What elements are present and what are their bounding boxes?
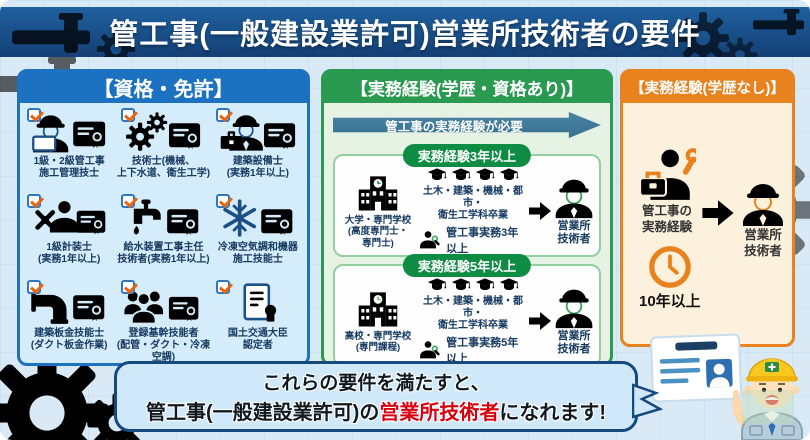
license-item: 登録基幹技能者 (配管・ダクト・冷凍空調) <box>116 278 210 364</box>
plumber-wrench-icon <box>420 341 442 359</box>
experience-badge: 実務経験3年以上 <box>402 144 532 167</box>
office-engineer-icon <box>552 286 596 330</box>
clock-icon <box>647 244 693 290</box>
license-item-label: 1級計装士 (実務1年以上) <box>38 242 101 265</box>
experience-only-header: 【実務経験(学歴なし)】 <box>623 72 792 103</box>
license-item-label: 建築設備士 (実務1年以上) <box>226 156 289 179</box>
years-label: 10年以上 <box>639 293 701 310</box>
speech-tail <box>632 383 664 419</box>
school-label: 大学・専門学校 (高度専門士・ 専門士) <box>344 214 412 249</box>
result-label: 営業所 技術者 <box>557 219 591 245</box>
license-item: 冷凍空気調和機器 施工技能士 <box>211 192 305 278</box>
highlighted-text: 営業所技術者 <box>379 402 500 424</box>
result-label: 営業所 技術者 <box>557 329 591 355</box>
experience-only-panel: 【実務経験(学歴なし)】 管工事の 実務経験 営業所 技術者 10年以上 <box>620 69 795 347</box>
graduation-cap-icon <box>474 165 496 185</box>
result-label: 営業所 技術者 <box>744 228 782 258</box>
arrow-right-icon <box>701 196 735 230</box>
graduation-cap-icon <box>426 275 448 295</box>
experience-required-arrow: 管工事の実務経験が必要 <box>333 112 601 138</box>
license-grid: 1級・2級管工事 施工管理技士 技術士(機械、 上下水道、衛生工学) <box>20 103 307 364</box>
checked-checkbox-icon <box>215 280 230 294</box>
checked-checkbox-icon <box>27 108 41 122</box>
license-item-label: 給水装置工事主任 技術者(実務1年以上) <box>117 242 210 265</box>
graduation-caps-icon <box>426 165 520 185</box>
graduation-cap-icon <box>450 275 472 295</box>
checked-checkbox-icon <box>121 194 136 208</box>
experience-education-panel: 【実務経験(学歴・資格あり)】 管工事の実務経験が必要 実務経験3年以上 大学・… <box>321 69 613 367</box>
license-item: 建築設備士 (実務1年以上) <box>211 106 305 192</box>
license-item: 建築板金技能士 (ダクト板金作業) <box>22 278 116 364</box>
graduation-cap-icon <box>498 165 520 185</box>
license-card-illustration <box>650 333 742 403</box>
office-engineer-icon <box>739 180 787 228</box>
toolbox-experience-icon <box>637 146 697 204</box>
conclusion-line2: 管工事(一般建設業許可)の営業所技術者になれます! <box>146 402 606 424</box>
graduation-label: 土木・建築・機械・都市・ 衛生工学科卒業 <box>423 296 523 331</box>
school-building-icon <box>355 172 401 214</box>
watermark <box>742 390 794 424</box>
pipe-decor <box>752 9 810 43</box>
graduation-label: 土木・建築・機械・都市・ 衛生工学科卒業 <box>423 186 523 221</box>
page-title: 管工事(一般建設業許可)営業所技術者の要件 <box>109 19 701 51</box>
blueprint-worker-icon <box>32 114 106 154</box>
graduation-cap-icon <box>450 165 472 185</box>
license-item-label: 1級・2級管工事 施工管理技士 <box>33 156 105 179</box>
track-3years: 実務経験3年以上 大学・専門学校 (高度専門士・ 専門士) 土木・建築・機械・都… <box>333 144 601 257</box>
gear-decor <box>722 37 758 57</box>
checked-checkbox-icon <box>215 108 230 122</box>
graduation-caps-icon <box>426 275 520 295</box>
arrow-right-icon <box>528 199 552 223</box>
license-item-label: 建築板金技能士 (ダクト板金作業) <box>30 328 108 351</box>
graduation-cap-icon <box>426 165 448 185</box>
conclusion-line1: これらの要件を満たすと、 <box>262 373 490 394</box>
practice-label: 管工事実務3年以上 <box>446 227 519 255</box>
school-label: 高校・専門学校 (専門課程) <box>344 330 412 353</box>
checked-checkbox-icon <box>27 194 41 208</box>
arrow-right-icon <box>528 309 552 333</box>
experience-badge: 実務経験5年以上 <box>402 254 532 277</box>
school-building-icon <box>355 288 401 330</box>
graduation-cap-icon <box>474 275 496 295</box>
license-item: 1級・2級管工事 施工管理技士 <box>22 106 116 192</box>
title-band: 管工事(一般建設業許可)営業所技術者の要件 <box>0 7 810 57</box>
license-item-label: 冷凍空気調和機器 施工技能士 <box>217 242 298 265</box>
checked-checkbox-icon <box>121 108 136 122</box>
license-item: 給水装置工事主任 技術者(実務1年以上) <box>116 192 210 278</box>
license-item-label: 技術士(機械、 上下水道、衛生工学) <box>116 156 211 179</box>
checked-checkbox-icon <box>215 194 230 208</box>
plumber-wrench-icon <box>420 231 442 249</box>
license-item: 1級計装士 (実務1年以上) <box>22 192 116 278</box>
checked-checkbox-icon <box>27 280 41 294</box>
license-panel-header: 【資格・免許】 <box>20 72 307 103</box>
graduation-cap-icon <box>498 275 520 295</box>
license-item: 技術士(機械、 上下水道、衛生工学) <box>116 106 210 192</box>
license-panel: 【資格・免許】 1級・2級管工事 施工管理技士 技術士(機械、 上下水道 <box>17 69 310 366</box>
office-engineer-icon <box>552 176 596 220</box>
track-5years: 実務経験5年以上 高校・専門学校 (専門課程) 土木・建築・機械・都市・ 衛生工… <box>333 254 601 367</box>
experience-education-header: 【実務経験(学歴・資格あり)】 <box>324 72 610 103</box>
license-item-label: 国土交通大臣 認定者 <box>227 328 288 351</box>
conclusion-banner: これらの要件を満たすと、 管工事(一般建設業許可)の営業所技術者になれます! <box>114 361 638 432</box>
experience-label: 管工事の 実務経験 <box>641 204 692 234</box>
license-item-label: 登録基幹技能者 (配管・ダクト・冷凍空調) <box>116 328 211 363</box>
worker-mascot <box>650 333 803 440</box>
license-item: 国土交通大臣 認定者 <box>211 278 305 364</box>
checked-checkbox-icon <box>121 280 136 294</box>
